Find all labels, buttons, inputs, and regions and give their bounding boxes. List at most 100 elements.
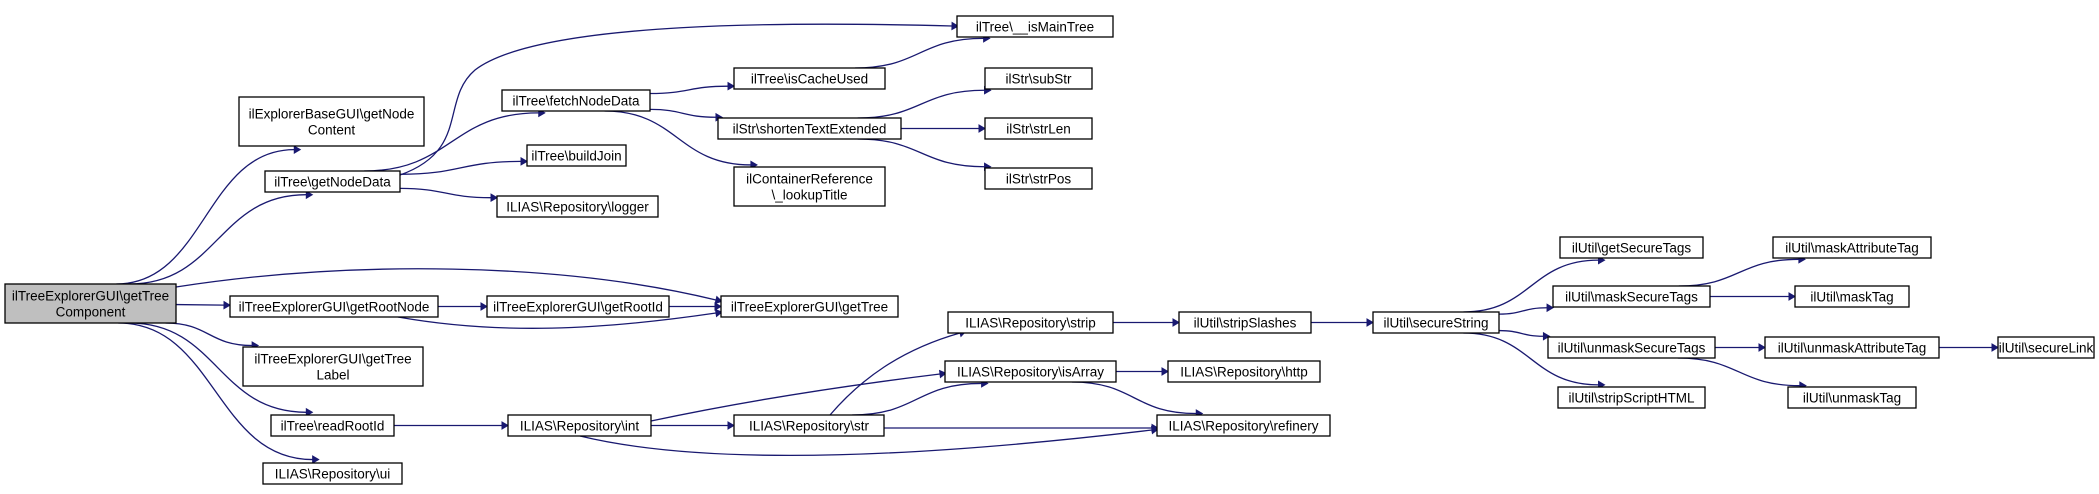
edge-line bbox=[116, 148, 295, 285]
node-buildJoin[interactable]: ilTree\buildJoin bbox=[526, 144, 627, 167]
node-label: ILIAS\Repository\int bbox=[520, 419, 640, 434]
edge-line bbox=[175, 303, 225, 306]
node-maskAttributeTag[interactable]: ilUtil\maskAttributeTag bbox=[1772, 236, 1932, 259]
node-box bbox=[229, 295, 439, 318]
node-box bbox=[1772, 236, 1932, 259]
node-http[interactable]: ILIAS\Repository\http bbox=[1167, 360, 1321, 383]
node-label: ilStr\subStr bbox=[1005, 72, 1072, 87]
node-strPos[interactable]: ilStr\strPos bbox=[984, 167, 1093, 190]
node-label: ilUtil\getSecureTags bbox=[1572, 241, 1692, 256]
node-label: ILIAS\Repository\refinery bbox=[1168, 419, 1318, 434]
node-box bbox=[720, 295, 899, 318]
node-label: ilUtil\secureLink bbox=[1999, 341, 2094, 356]
node-getRootNode[interactable]: ilTreeExplorerGUI\getRootNode bbox=[229, 295, 439, 318]
node-lookupTitle[interactable]: ilContainerReference\_lookupTitle bbox=[733, 166, 886, 207]
arrowhead bbox=[1788, 292, 1796, 301]
edge-maskSecureTags-to-maskTag bbox=[1710, 292, 1796, 301]
edge-line bbox=[649, 108, 716, 118]
node-label: ilContainerReference bbox=[746, 172, 873, 187]
node-box bbox=[270, 414, 395, 437]
arrowhead bbox=[312, 455, 320, 464]
node-readRootId[interactable]: ilTree\readRootId bbox=[270, 414, 395, 437]
node-subStr[interactable]: ilStr\subStr bbox=[984, 67, 1093, 90]
node-getSecureTags[interactable]: ilUtil\getSecureTags bbox=[1559, 236, 1704, 259]
node-getRootId[interactable]: ilTreeExplorerGUI\getRootId bbox=[486, 295, 670, 318]
node-label: ILIAS\Repository\http bbox=[1180, 365, 1308, 380]
node-box bbox=[1997, 336, 2095, 359]
edge-line bbox=[1677, 357, 1800, 387]
edge-line bbox=[399, 23, 953, 176]
node-isCacheUsed[interactable]: ilTree\isCacheUsed bbox=[733, 67, 886, 90]
node-isArray[interactable]: ILIAS\Repository\isArray bbox=[944, 360, 1117, 383]
node-label: Content bbox=[308, 123, 356, 138]
node-label: ILIAS\Repository\ui bbox=[275, 467, 391, 482]
node-label: ilUtil\stripScriptHTML bbox=[1568, 391, 1695, 406]
node-unmaskTag[interactable]: ilUtil\unmaskTag bbox=[1787, 386, 1917, 409]
node-label: ilStr\shortenTextExtended bbox=[733, 122, 887, 137]
node-label: ILIAS\Repository\logger bbox=[506, 200, 649, 215]
node-fetchNodeData[interactable]: ilTree\fetchNodeData bbox=[501, 89, 651, 112]
arrowhead bbox=[978, 124, 986, 133]
edge-line bbox=[649, 85, 729, 95]
node-secureString[interactable]: ilUtil\secureString bbox=[1372, 311, 1500, 334]
node-box bbox=[1559, 236, 1704, 259]
node-box bbox=[733, 166, 886, 207]
node-label: ILIAS\Repository\isArray bbox=[957, 365, 1104, 380]
arrowhead bbox=[480, 302, 488, 311]
edge-line bbox=[1498, 329, 1544, 337]
node-label: ilUtil\maskTag bbox=[1810, 290, 1893, 305]
edge-root-to-readRootId bbox=[129, 322, 314, 417]
node-label: ilTreeExplorerGUI\getTree bbox=[12, 289, 169, 304]
node-refinery[interactable]: ILIAS\Repository\refinery bbox=[1156, 414, 1331, 437]
arrowhead bbox=[501, 421, 509, 430]
node-secureLink[interactable]: ilUtil\secureLink bbox=[1997, 336, 2095, 359]
edge-line bbox=[852, 382, 982, 416]
node-box bbox=[733, 67, 886, 90]
node-box bbox=[1547, 336, 1716, 359]
node-logger[interactable]: ILIAS\Repository\logger bbox=[496, 195, 659, 218]
edge-getNodeData-to-isMainTree bbox=[399, 21, 959, 176]
node-unmaskAttributeTag[interactable]: ilUtil\unmaskAttributeTag bbox=[1764, 336, 1940, 359]
node-label: ilTree\isCacheUsed bbox=[751, 72, 868, 87]
edge-line bbox=[165, 322, 253, 347]
edge-line bbox=[1678, 258, 1799, 287]
node-label: ilUtil\unmaskTag bbox=[1803, 391, 1901, 406]
edge-line bbox=[399, 187, 492, 199]
edge-shorten-to-strLen bbox=[901, 124, 986, 133]
edge-line bbox=[1463, 259, 1599, 313]
edge-secureString-to-maskSecureTags bbox=[1498, 303, 1555, 315]
node-shorten[interactable]: ilStr\shortenTextExtended bbox=[717, 117, 902, 140]
node-strip[interactable]: ILIAS\Repository\strip bbox=[947, 311, 1114, 334]
node-maskTag[interactable]: ilUtil\maskTag bbox=[1794, 285, 1910, 308]
node-box bbox=[984, 167, 1093, 190]
node-isMainTree[interactable]: ilTree\__isMainTree bbox=[956, 15, 1114, 38]
node-box bbox=[496, 195, 659, 218]
node-str[interactable]: ILIAS\Repository\str bbox=[733, 414, 885, 437]
node-strLen[interactable]: ilStr\strLen bbox=[984, 117, 1093, 140]
node-label: ilTree\getNodeData bbox=[274, 175, 391, 190]
node-getTree[interactable]: ilTreeExplorerGUI\getTree bbox=[720, 295, 899, 318]
node-maskSecureTags[interactable]: ilUtil\maskSecureTags bbox=[1552, 285, 1711, 308]
node-label: ilExplorerBaseGUI\getNode bbox=[249, 107, 415, 122]
arrowhead bbox=[951, 21, 959, 31]
node-getNodeData[interactable]: ilTree\getNodeData bbox=[264, 170, 401, 193]
node-ui[interactable]: ILIAS\Repository\ui bbox=[262, 462, 403, 485]
arrowhead bbox=[1172, 318, 1180, 327]
arrowhead bbox=[1161, 367, 1169, 376]
edge-fetchNodeData-to-isCacheUsed bbox=[649, 81, 736, 95]
node-box bbox=[717, 117, 902, 140]
node-int[interactable]: ILIAS\Repository\int bbox=[507, 414, 652, 437]
node-unmaskSecureTags[interactable]: ilUtil\unmaskSecureTags bbox=[1547, 336, 1716, 359]
edge-maskSecureTags-to-maskAttributeTag bbox=[1678, 254, 1806, 287]
node-stripSlashes[interactable]: ilUtil\stripSlashes bbox=[1178, 311, 1312, 334]
node-stripScriptHTML[interactable]: ilUtil\stripScriptHTML bbox=[1557, 386, 1706, 409]
node-box bbox=[262, 462, 403, 485]
node-label: ilUtil\maskSecureTags bbox=[1565, 290, 1698, 305]
node-label: ilTreeExplorerGUI\getTree bbox=[254, 352, 411, 367]
node-box bbox=[1178, 311, 1312, 334]
node-box bbox=[956, 15, 1114, 38]
